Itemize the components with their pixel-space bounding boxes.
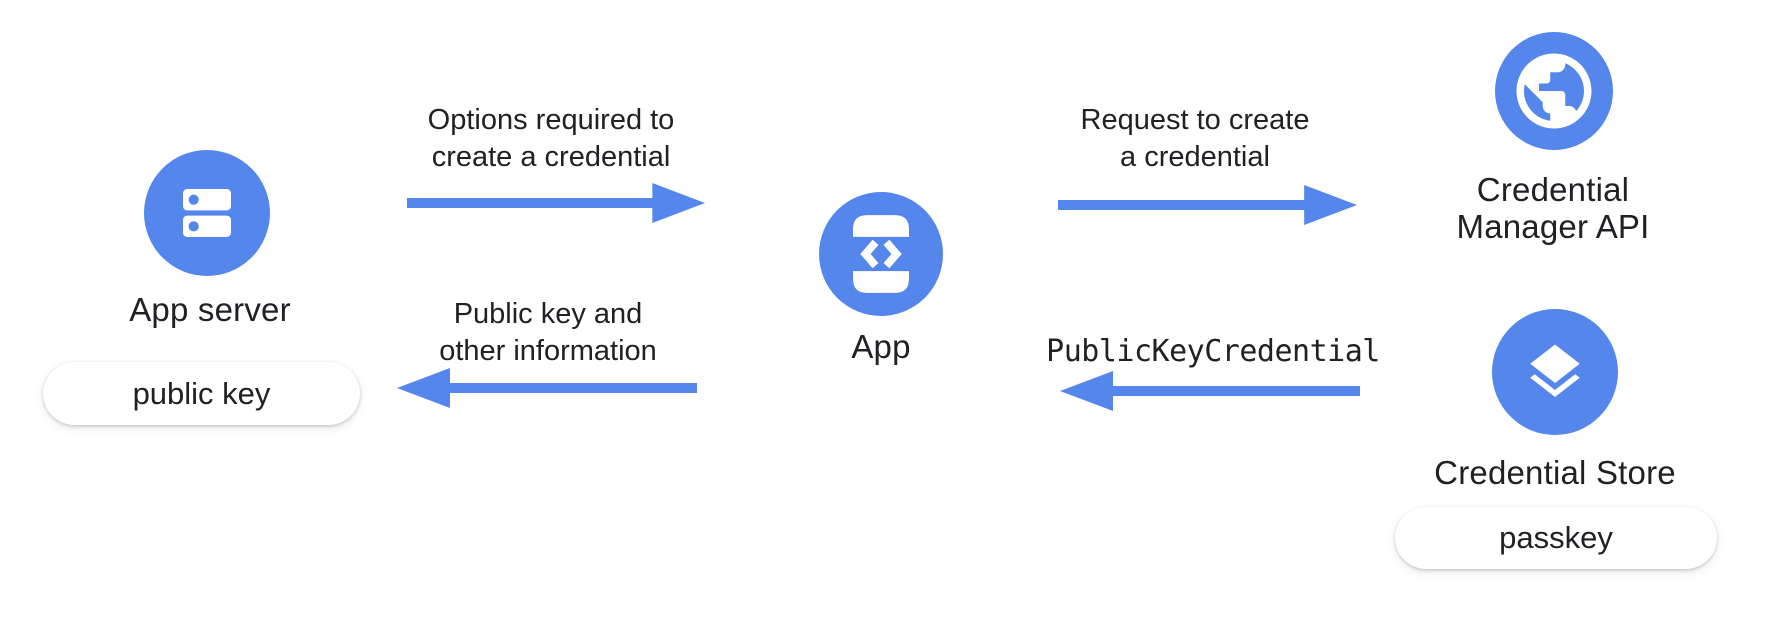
arrow-right-request-create	[1058, 183, 1357, 227]
public-key-badge-text: public key	[132, 375, 271, 411]
request-create-label-line2: a credential	[1120, 141, 1270, 173]
options-flow-label: Options required to create a credential	[428, 102, 675, 176]
credential-manager-api-label-line1: Credential	[1476, 171, 1630, 208]
passkey-badge-text: passkey	[1499, 520, 1613, 555]
credential-store-node	[1492, 309, 1618, 435]
options-flow-label-line1: Options required to	[427, 104, 675, 136]
public-key-info-label-line1: Public key and	[453, 298, 643, 330]
arrow-right-options	[407, 181, 705, 225]
public-key-credential-flow-label: PublicKeyCredential	[1046, 334, 1380, 369]
arrow-left-public-key-info	[397, 366, 697, 410]
credential-manager-api-label: Credential Manager API	[1457, 171, 1650, 245]
options-flow-label-line2: create a credential	[431, 141, 671, 173]
app-server-label: App server	[129, 291, 291, 328]
request-create-flow-label: Request to create a credential	[1081, 102, 1310, 176]
credential-manager-api-label-line2: Manager API	[1456, 208, 1650, 245]
app-node	[819, 192, 943, 316]
layers-icon	[1530, 344, 1580, 397]
public-key-info-flow-label: Public key and other information	[439, 296, 657, 370]
request-create-label-line1: Request to create	[1080, 104, 1310, 136]
passkey-badge: passkey	[1395, 507, 1717, 569]
server-icon	[183, 189, 231, 237]
app-server-node	[144, 150, 270, 276]
arrow-left-public-key-credential	[1060, 369, 1360, 413]
credential-store-label: Credential Store	[1434, 454, 1676, 491]
public-key-info-label-line2: other information	[439, 335, 657, 367]
credential-manager-api-node	[1495, 32, 1613, 150]
globe-icon	[1516, 53, 1592, 129]
app-label: App	[851, 328, 911, 365]
public-key-badge: public key	[43, 362, 360, 425]
phone-code-icon	[853, 215, 909, 293]
